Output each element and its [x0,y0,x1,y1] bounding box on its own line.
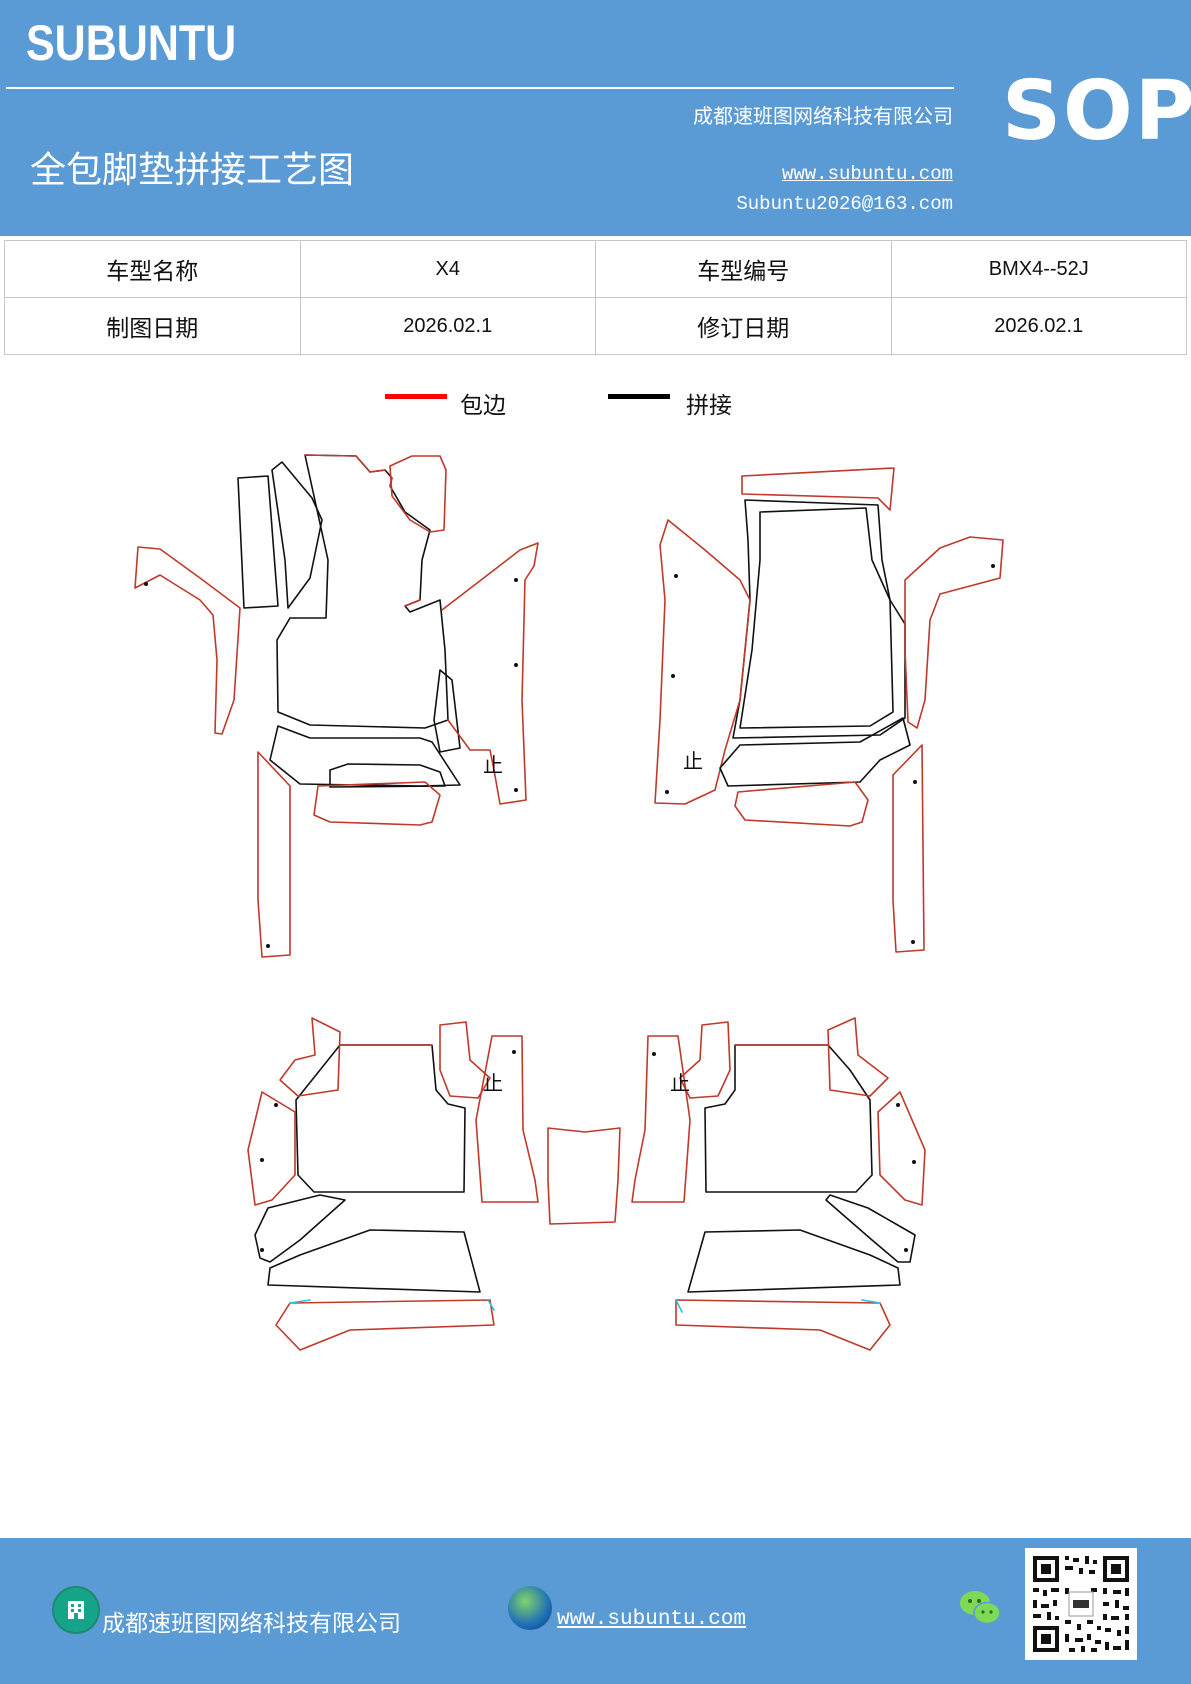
table-cell-label: 制图日期 [4,297,301,355]
attachment-dot [274,1103,278,1107]
page-title: 全包脚垫拼接工艺图 [30,150,355,191]
mat-piece-bridge-lower [329,763,446,788]
table-row: 车型名称 X4 车型编号 BMX4--52J [4,240,1187,298]
mat-piece-rear-wedge [254,1194,346,1263]
mat-piece-sill-left [257,751,291,958]
mat-piece-top-strip [741,467,895,511]
building-icon [52,1586,100,1634]
attachment-dots [144,564,995,1252]
header-company-name: 成都速班图网络科技有限公司 [693,104,953,128]
table-row: 制图日期 2026.02.1 修订日期 2026.02.1 [4,297,1187,355]
attachment-dot [991,564,995,568]
mat-piece-heel-pad-r [734,781,869,827]
mat-piece-narrow-panel [237,475,279,609]
mat-piece-rear-arc [275,1299,495,1351]
mat-piece-main-passenger [732,499,906,739]
table-cell-value: 2026.02.1 [890,297,1187,355]
attachment-dot [260,1158,264,1162]
header-email: Subuntu2026@163.com [736,193,953,215]
mat-piece-rear-main [295,1044,466,1193]
mat-piece-tunnel [547,1127,621,1225]
brand-logo: SUBUNTU [26,15,237,71]
mat-piece-side-right-curve [904,536,1004,729]
attachment-dot [652,1052,656,1056]
mat-piece-passenger-inner [739,507,894,729]
mat-piece-rear-arc-r [675,1299,891,1351]
legend-swatch-black [608,394,670,399]
attachment-dot [911,940,915,944]
attachment-dot [512,1050,516,1054]
legend-swatch-red [385,394,447,399]
attachment-dot [514,663,518,667]
mat-piece-rear-rightflap [439,1021,491,1099]
qr-code [1025,1548,1137,1660]
legend-label: 拼接 [686,393,732,419]
rear-right-mat-group [631,1017,926,1351]
stop-mark: 止 [483,1071,503,1095]
mat-piece-sill-right [892,744,925,953]
mat-piece-rear-arc-seam [289,1299,495,1311]
table-cell-value: BMX4--52J [890,240,1187,298]
front-left-mat-group [134,454,539,958]
mat-piece-rear-trapezoid-r [687,1229,901,1293]
vehicle-info-table: 车型名称 X4 车型编号 BMX4--52J 制图日期 2026.02.1 修订… [4,240,1187,355]
mat-piece-top-corner [389,455,447,533]
attachment-dot [913,780,917,784]
table-cell-label: 修订日期 [595,297,892,355]
mat-piece-rear-tallstrip [475,1035,539,1203]
footer-banner: 成都速班图网络科技有限公司 www.subuntu.com [0,1538,1191,1684]
mat-piece-bridge-upper-r [719,717,911,787]
attachment-dot [266,944,270,948]
mat-piece-rear-wedge-r [825,1194,916,1263]
front-right-mat-group [654,467,1004,953]
rear-left-mat-group [247,1017,539,1351]
stop-mark: 止 [483,753,503,777]
globe-icon [508,1586,552,1630]
attachment-dot [896,1103,900,1107]
sop-badge: SOP [1002,64,1191,159]
mat-piece-rear-arc-seam-r [675,1299,881,1313]
table-cell-label: 车型编号 [595,240,892,298]
mat-piece-rear-trapezoid [267,1229,481,1293]
footer-company-name: 成都速班图网络科技有限公司 [102,1611,401,1637]
mat-piece-rear-main-r [704,1044,873,1193]
mat-piece-narrow-panel-2 [271,461,323,609]
footer-website-link[interactable]: www.subuntu.com [557,1608,747,1631]
table-cell-value: 2026.02.1 [299,297,596,355]
mat-piece-side-left-strip [654,519,751,805]
mat-piece-rear-tallstrip-r [631,1035,691,1203]
mat-piece-rear-rightflap-r [827,1017,889,1097]
attachment-dot [144,582,148,586]
attachment-dot [671,674,675,678]
mat-piece-main-driver [276,454,449,729]
attachment-dot [514,788,518,792]
stop-mark: 止 [683,749,703,773]
attachment-dot [260,1248,264,1252]
wechat-icon[interactable] [958,1588,1002,1628]
mat-piece-rear-leftflap-r [679,1021,731,1099]
mat-piece-footrest [433,669,461,753]
mat-piece-heel-pad [313,781,441,826]
header-divider [6,87,954,89]
header-banner: SUBUNTU 成都速班图网络科技有限公司 全包脚垫拼接工艺图 www.subu… [0,0,1191,236]
header-website-link[interactable]: www.subuntu.com [781,163,953,185]
attachment-dot [665,790,669,794]
mat-piece-side-right [441,542,539,805]
table-cell-value: X4 [299,240,596,298]
attachment-dot [904,1248,908,1252]
table-cell-label: 车型名称 [4,240,301,298]
attachment-dot [912,1160,916,1164]
mat-piece-rear-leftflap [279,1017,341,1097]
stop-mark: 止 [670,1071,690,1095]
mat-piece-bridge-upper [269,725,461,787]
mat-piece-side-left [134,546,241,735]
attachment-dot [514,578,518,582]
mat-piece-rear-sidearc [247,1091,296,1206]
legend-label: 包边 [460,393,506,419]
attachment-dot [674,574,678,578]
mat-piece-rear-sidearc-r [877,1091,926,1206]
